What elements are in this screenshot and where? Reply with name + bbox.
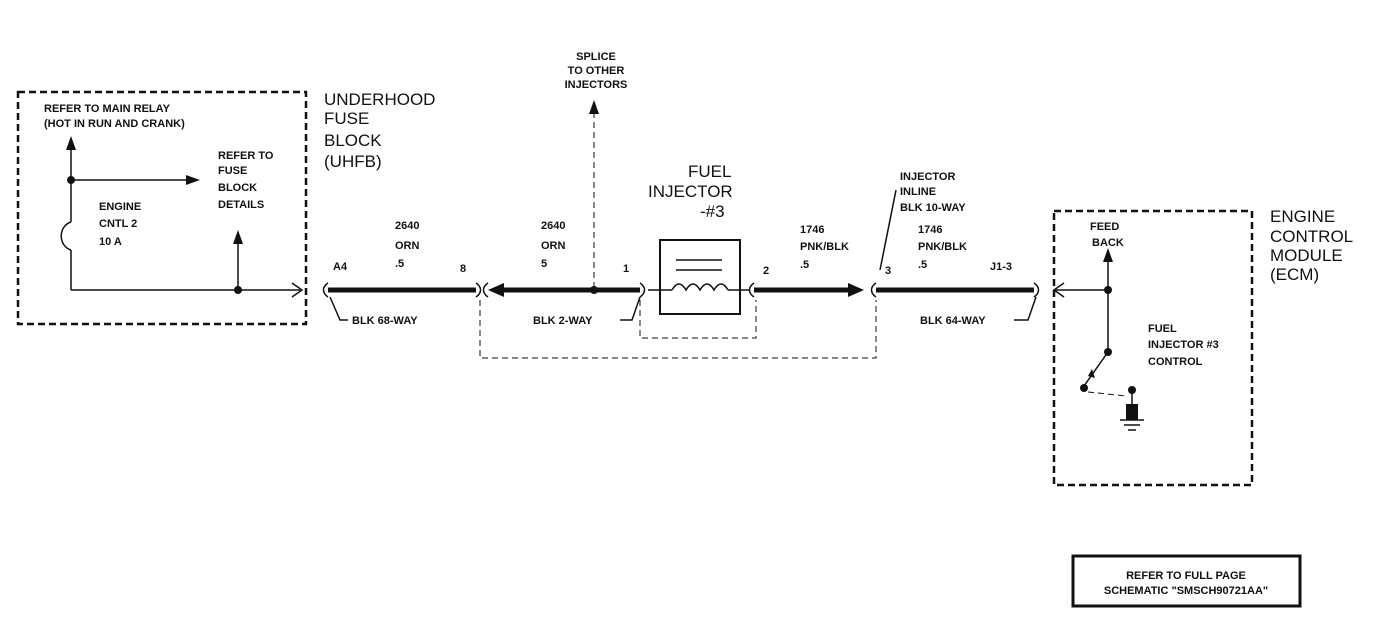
uhfb-title-line4: (UHFB) — [324, 152, 382, 171]
inline-label-line1: INJECTOR — [900, 171, 955, 183]
feedback-up-arrow — [1103, 248, 1113, 262]
c68-leader — [329, 296, 348, 321]
switch-arm — [1083, 351, 1109, 387]
c64-leader — [1014, 296, 1037, 321]
wire3-gauge: .5 — [800, 259, 809, 271]
wire2-color: ORN — [541, 240, 566, 252]
connector-68-way: BLK 68-WAY — [352, 315, 418, 327]
splice-up-arrow — [589, 100, 599, 114]
inline-leader — [879, 189, 897, 271]
ecm-box — [1052, 209, 1254, 487]
inline-label-line2: INLINE — [900, 186, 936, 198]
wire1-circuit: 2640 — [395, 220, 419, 232]
feedback-line2: BACK — [1092, 237, 1124, 249]
wire3-circuit: 1746 — [800, 224, 824, 236]
uhfb-title-line1: UNDERHOOD — [324, 90, 435, 109]
wire4-color: PNK/BLK — [918, 241, 967, 253]
pin-2: 2 — [763, 265, 769, 277]
pin-a4: A4 — [333, 261, 348, 273]
uhfb-terminal — [291, 282, 304, 298]
ecm-title-line2: CONTROL — [1270, 227, 1353, 246]
pin-3: 3 — [885, 265, 891, 277]
fuse-label-line1: ENGINE — [99, 201, 141, 213]
ecm-title-line3: MODULE — [1270, 246, 1343, 265]
fuse-ref-line2: FUSE — [218, 165, 247, 177]
splice-label-line3: INJECTORS — [565, 79, 628, 91]
ecm-title-line1: ENGINE — [1270, 207, 1335, 226]
connector-64-way: BLK 64-WAY — [920, 315, 986, 327]
p8-connector — [475, 282, 482, 298]
inline-label-line3: BLK 10-WAY — [900, 202, 966, 214]
schematic-ref-line2: SCHEMATIC "SMSCH90721AA" — [1104, 585, 1268, 597]
wire3-color: PNK/BLK — [800, 241, 849, 253]
injector-coil — [671, 283, 729, 292]
ground-block — [1126, 404, 1138, 420]
wire4-circuit: 1746 — [918, 224, 942, 236]
pin-8: 8 — [460, 263, 466, 275]
splice-label-line2: TO OTHER — [568, 65, 625, 77]
switch-pivot-dot — [1080, 384, 1088, 392]
wire1-color: ORN — [395, 240, 420, 252]
splice-dot — [590, 286, 598, 294]
schematic-ref-line1: REFER TO FULL PAGE — [1126, 570, 1246, 582]
fuse-label-line2: CNTL 2 — [99, 218, 137, 230]
connector-2-way: BLK 2-WAY — [533, 315, 593, 327]
fuse-ref-line3: BLOCK — [218, 182, 257, 194]
wire-1746-a-arrow — [848, 283, 864, 297]
feedback-line1: FEED — [1090, 221, 1119, 233]
pin3-connector — [870, 282, 877, 298]
uhfb-box — [16, 90, 308, 326]
pin-j1-3: J1-3 — [990, 261, 1012, 273]
wire2-circuit: 2640 — [541, 220, 565, 232]
switch-arrow — [1088, 369, 1095, 378]
j13-connector — [1033, 282, 1040, 298]
uhfb-title-line2: FUSE — [324, 109, 369, 128]
relay-up-arrow — [66, 136, 76, 150]
injector-title-line3: -#3 — [700, 202, 725, 221]
fuse-label-line3: 10 A — [99, 236, 122, 248]
relay-ref-line2: (HOT IN RUN AND CRANK) — [44, 118, 185, 130]
fuse-symbol — [60, 221, 72, 251]
fuse-ref-line1: REFER TO — [218, 150, 274, 162]
splice-label-line1: SPLICE — [576, 51, 616, 63]
wire4-gauge: .5 — [918, 259, 927, 271]
schematic-ref-box — [1071, 554, 1302, 608]
pin1-connector — [639, 282, 646, 298]
c2-leader — [620, 296, 641, 321]
wire-2640-b-arrow — [488, 283, 504, 297]
uhfb-up-arrow — [233, 230, 243, 244]
injector-box — [659, 239, 741, 315]
a4-connector — [322, 282, 329, 298]
pin2-connector — [748, 282, 755, 298]
relay-ref-line1: REFER TO MAIN RELAY — [44, 103, 171, 115]
ecm-control-line3: CONTROL — [1148, 356, 1203, 368]
pin-1: 1 — [623, 263, 629, 275]
uhfb-title-line3: BLOCK — [324, 131, 382, 150]
fuse-ref-line4: DETAILS — [218, 199, 264, 211]
switch-dash — [1087, 391, 1127, 397]
harness-dash-outline — [479, 300, 877, 359]
injector-dash-outline — [639, 300, 757, 339]
fuse-detail-arrow — [186, 175, 200, 185]
wire1-gauge: .5 — [395, 258, 404, 270]
injector-title-line2: INJECTOR — [648, 182, 733, 201]
ecm-title-line4: (ECM) — [1270, 265, 1319, 284]
ecm-control-line2: INJECTOR #3 — [1148, 339, 1219, 351]
injector-title-line1: FUEL — [688, 162, 731, 181]
wire2-gauge: 5 — [541, 258, 547, 270]
ecm-control-line1: FUEL — [1148, 323, 1177, 335]
harness-left-connector — [482, 282, 489, 298]
